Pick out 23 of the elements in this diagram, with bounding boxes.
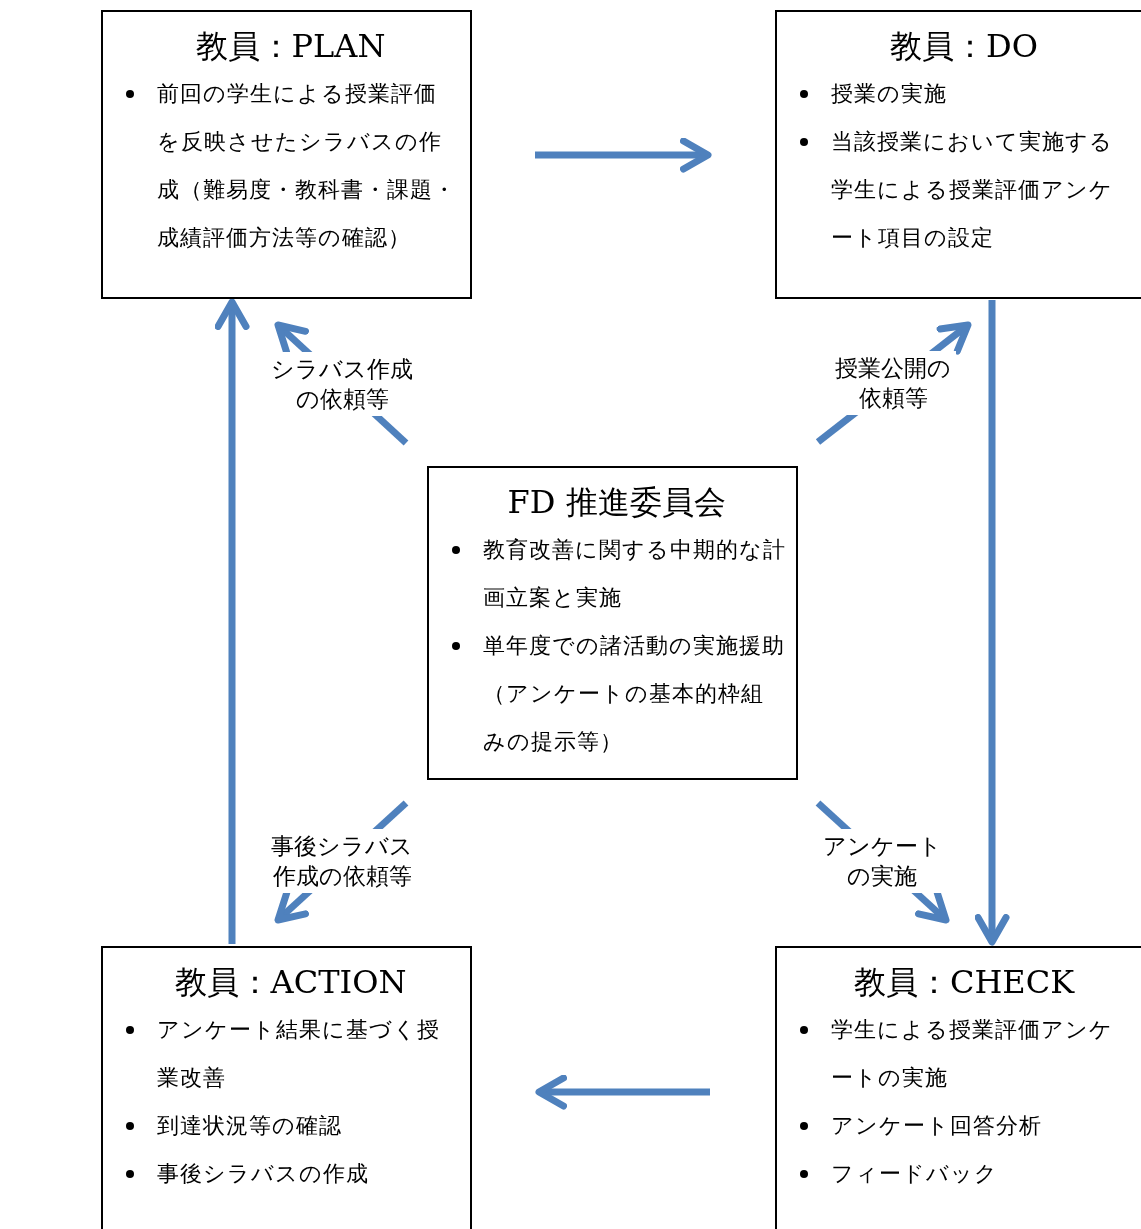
box-heading: 教員：CHECK	[852, 962, 1076, 1003]
process-box	[101, 946, 472, 1229]
process-box	[427, 466, 798, 780]
bullet-item: 授業の実施	[831, 70, 1133, 118]
bullet-item: アンケート結果に基づく授業改善	[157, 1006, 460, 1102]
bullet-item: 事後シラバスの作成	[157, 1150, 460, 1198]
bullet-item: 学生による授業評価アンケートの実施	[831, 1006, 1133, 1102]
bullet-item: フィードバック	[831, 1150, 1133, 1198]
process-box	[775, 10, 1141, 299]
bullet-item: 前回の学生による授業評価を反映させたシラバスの作成（難易度・教科書・課題・成績評価方法等の確認）	[157, 70, 460, 262]
bullet-item: 単年度での諸活動の実施援助（アンケートの基本的枠組みの提示等）	[483, 622, 786, 766]
bullet-item: 到達状況等の確認	[157, 1102, 460, 1150]
bullet-item: アンケート回答分析	[831, 1102, 1133, 1150]
arrow	[214, 298, 250, 944]
process-box	[101, 10, 472, 299]
arrow	[974, 300, 1010, 946]
process-box	[775, 946, 1141, 1229]
bullet-item: 教育改善に関する中期的な計画立案と実施	[483, 526, 786, 622]
box-heading: 教員：PLAN	[194, 26, 387, 67]
box-heading: 教員：DO	[889, 26, 1039, 67]
box-heading: FD 推進委員会	[506, 482, 727, 523]
bullet-item: 当該授業において実施する学生による授業評価アンケート項目の設定	[831, 118, 1133, 262]
box-heading: 教員：ACTION	[173, 962, 408, 1003]
